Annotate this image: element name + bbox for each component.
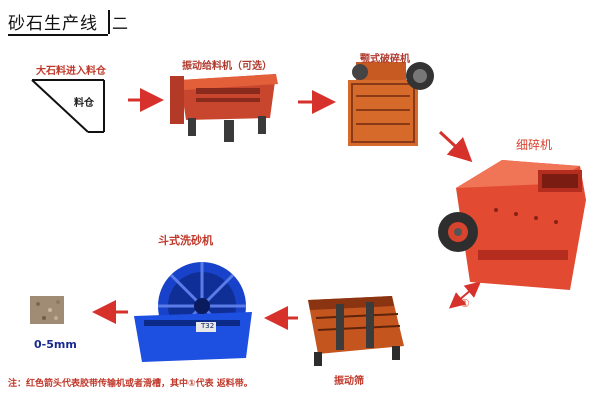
flow-arrow-jaw-to-fine bbox=[438, 130, 473, 163]
diagram-title: 砂石生产线 bbox=[8, 14, 98, 34]
fine-crusher-label: 细碎机 bbox=[516, 138, 553, 152]
fine-crusher-image bbox=[438, 160, 586, 290]
hopper-diagram bbox=[31, 79, 105, 133]
vibrating-screen-image bbox=[308, 296, 404, 366]
sand-washer-label: 斗式洗砂机 bbox=[158, 234, 213, 247]
title-divider bbox=[108, 10, 128, 34]
return-belt-arrow bbox=[448, 281, 482, 309]
hopper-inner-label: 料仓 bbox=[74, 98, 94, 109]
title-underline bbox=[8, 34, 108, 36]
vibrating-screen-label: 振动筛 bbox=[334, 376, 364, 387]
hopper-title-label: 大石料进入料仓 bbox=[36, 66, 106, 77]
product-size-label: 0-5mm bbox=[34, 338, 77, 351]
return-belt-marker: ① bbox=[460, 297, 470, 310]
jaw-crusher-image bbox=[348, 62, 434, 146]
vibrating-feeder-image bbox=[170, 74, 278, 142]
line-number: 二 bbox=[112, 14, 129, 33]
jaw-crusher-label: 颚式破碎机 bbox=[360, 54, 410, 65]
washer-nameplate: T32 bbox=[201, 322, 215, 330]
sand-product-sample bbox=[30, 296, 64, 324]
footnote: 注：红色箭头代表胶带传输机或者滑槽，其中①代表 返料带。 bbox=[8, 379, 253, 389]
sand-washer-image bbox=[134, 262, 252, 362]
feeder-label: 振动给料机（可选） bbox=[182, 61, 272, 72]
